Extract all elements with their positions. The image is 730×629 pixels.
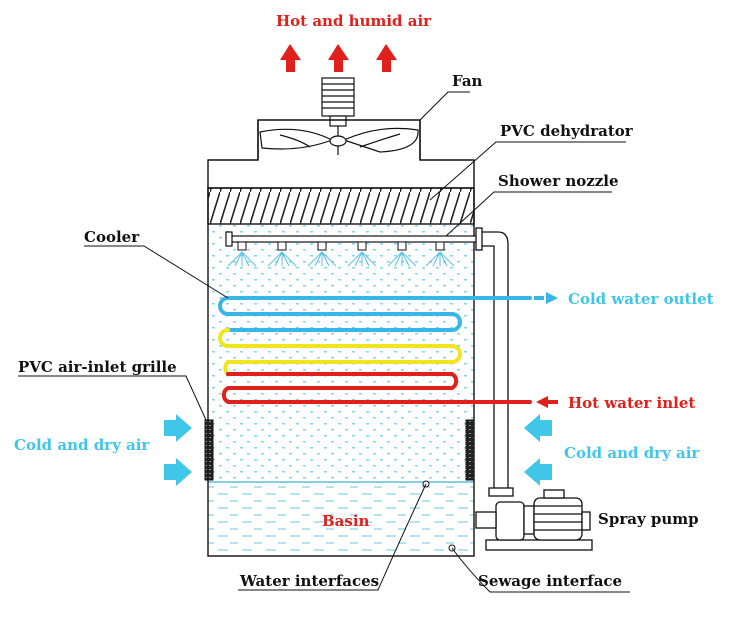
hot-air-arrows [280,44,397,72]
pvc-dehydrator [207,187,475,225]
cold-air-arrow-icon [524,458,552,486]
shower-nozzle-icon [267,241,297,267]
cooler-label: Cooler [84,228,140,246]
hot-humid-air-label: Hot and humid air [276,12,432,30]
fan-label: Fan [452,72,483,90]
spray-pump-icon [475,489,593,551]
leader-lines [18,91,630,593]
cold-air-arrows-left [164,414,192,486]
cold-air-arrows-right [524,414,552,486]
water-interfaces-label: Water interfaces [239,572,379,590]
hot-water-inlet-label: Hot water inlet [568,394,695,412]
hot-air-arrow-icon [376,44,397,72]
shower-nozzle-icon [227,241,257,267]
shower-nozzles [227,241,455,267]
pvc-air-inlet-grille-right [465,419,475,481]
shower-nozzle-icon [307,241,337,267]
hot-air-arrow-icon [280,44,301,72]
cold-air-arrow-icon [164,458,192,486]
cold-air-arrow-icon [164,414,192,442]
cold-dry-air-right-label: Cold and dry air [564,444,700,462]
pvc-air-inlet-grille-left [204,419,214,481]
shower-nozzle-icon [347,241,377,267]
fan-icon [259,77,419,155]
pump-pipe [475,227,514,497]
cold-water-outlet-arrow-icon [534,292,558,304]
tower-body [207,187,475,557]
hot-water-inlet-arrow-icon [536,396,558,408]
tower-housing [207,119,475,188]
shower-nozzle-label: Shower nozzle [498,172,619,190]
basin-label: Basin [322,512,370,530]
pvc-dehydrator-label: PVC dehydrator [500,122,634,140]
hot-air-arrow-icon [328,44,349,72]
sewage-interface-label: Sewage interface [478,572,622,590]
shower-nozzle-icon [387,241,417,267]
spray-pump-label: Spray pump [598,510,699,528]
cold-water-outlet-label: Cold water outlet [568,290,714,308]
cooler-coil [218,296,532,404]
shower-nozzle-icon [425,241,455,267]
pvc-grille-label: PVC air-inlet grille [18,358,177,376]
cold-air-arrow-icon [524,414,552,442]
cold-dry-air-left-label: Cold and dry air [14,436,150,454]
